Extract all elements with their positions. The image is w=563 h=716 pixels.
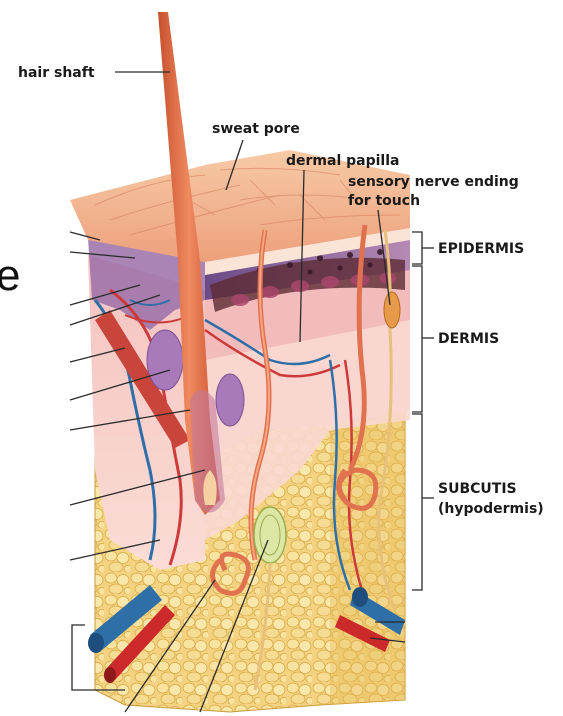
label-epidermis: EPIDERMIS (438, 241, 524, 257)
label-hair-shaft: hair shaft (18, 65, 95, 81)
label-subcutis-line1: SUBCUTIS (438, 481, 517, 497)
label-subcutis-line2: (hypodermis) (438, 501, 544, 517)
label-sensory-nerve-line2: for touch (348, 193, 420, 209)
label-dermis: DERMIS (438, 331, 499, 347)
label-sweat-pore: sweat pore (212, 121, 300, 137)
label-sensory-nerve-line1: sensory nerve ending (348, 174, 519, 190)
layer-brackets (412, 232, 434, 590)
label-dermal-papilla: dermal papilla (286, 153, 399, 169)
side-text-fragment: e (0, 251, 20, 300)
